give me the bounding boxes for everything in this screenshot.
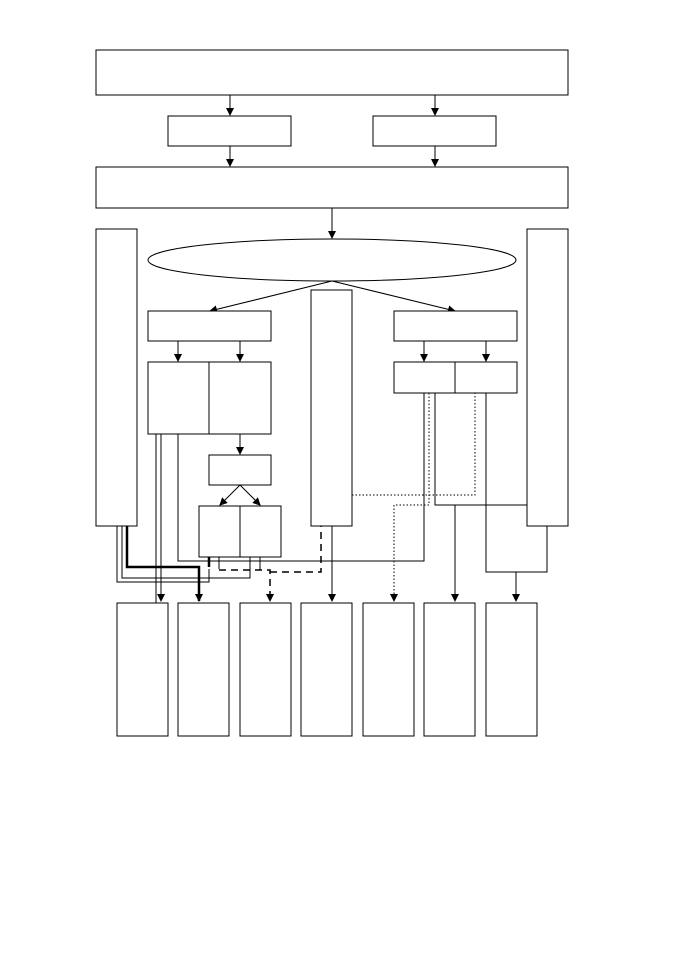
band-box [95,166,569,209]
right-split-b [454,361,518,394]
right-split-a [393,361,456,394]
top-box [95,49,569,96]
output-box-1 [116,602,169,737]
dashed-connector-to-output-3 [219,569,274,602]
right-branch-header [393,310,518,342]
connector-split-a-to-right [177,393,425,562]
center-column [310,289,353,527]
output-box-3 [239,602,292,737]
dashed-connector-center-column [270,526,322,573]
connector-right-split-a-down [434,393,527,506]
dotted-connector-right-split-a [390,393,430,602]
connector-left-column-to-output-2 [125,526,203,602]
output-box-5 [362,602,415,737]
level2-right-box [372,115,497,147]
connector-left-column-b [121,526,251,579]
pair-b [239,505,282,558]
output-box-2 [177,602,230,737]
left-split-b [208,361,272,435]
dotted-connector-right-split-b [352,393,476,496]
pair-a [198,505,241,558]
level2-left-box [167,115,292,147]
connector-left-column-a [116,526,210,583]
output-box-4 [300,602,353,737]
right-column [526,228,569,527]
arrow-small-to-pair-b [239,484,261,506]
left-split-a [147,361,210,435]
arrow-ellipse-to-right-branch [331,280,456,314]
output-box-6 [423,602,476,737]
arrow-ellipse-to-left-branch [209,280,333,314]
output-box-7 [485,602,538,737]
arrow-small-to-pair-a [219,484,241,506]
central-ellipse [147,238,517,282]
left-branch-header [147,310,272,342]
small-box [208,454,272,486]
left-column [95,228,138,527]
